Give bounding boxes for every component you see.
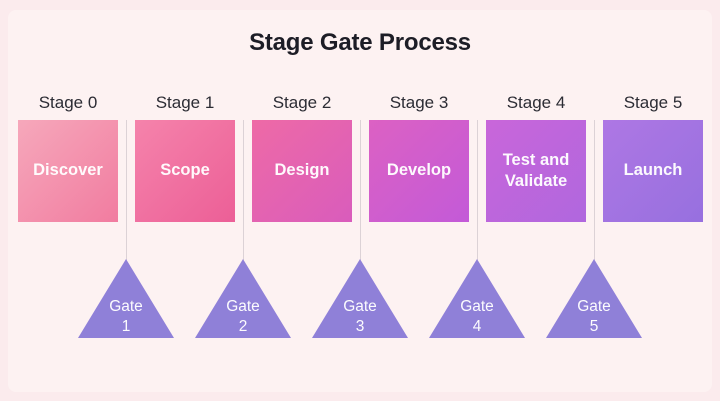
- gate-word: Gate: [226, 298, 260, 316]
- gate-triangle-icon: [195, 259, 291, 338]
- stage-label-5: Stage 5: [623, 93, 683, 112]
- gate-3: Gate 3: [312, 259, 408, 338]
- stage-box-launch: Launch: [603, 120, 703, 222]
- stage-label-4: Stage 4: [506, 93, 566, 112]
- gate-5: Gate 5: [546, 259, 642, 338]
- gate-number: 5: [589, 317, 599, 335]
- gate-word: Gate: [460, 298, 494, 316]
- stage-column-2: Stage 2 Design: [252, 92, 352, 222]
- gate-word: Gate: [109, 298, 143, 316]
- gate-label-5: Gate 5: [546, 297, 642, 336]
- gate-number: 1: [121, 317, 131, 335]
- connector-line-4: [477, 120, 478, 260]
- connector-line-3: [360, 120, 361, 260]
- stage-box-test-and-validate: Test and Validate: [486, 120, 586, 222]
- gate-triangle-icon: [429, 259, 525, 338]
- stage-column-4: Stage 4 Test and Validate: [486, 92, 586, 222]
- stage-box-label: Design: [274, 161, 330, 180]
- stage-box-label: Scope: [160, 161, 210, 180]
- gate-triangle-icon: [78, 259, 174, 338]
- stage-column-1: Stage 1 Scope: [135, 92, 235, 222]
- stage-label-0: Stage 0: [38, 93, 98, 112]
- stage-box-label: Develop: [386, 161, 452, 180]
- gate-number: 3: [355, 317, 365, 335]
- gate-number: 2: [238, 317, 248, 335]
- stage-label-2: Stage 2: [272, 93, 332, 112]
- stage-column-0: Stage 0 Discover: [18, 92, 118, 222]
- stage-box-label: Test and Validate: [502, 150, 570, 190]
- gate-label-1: Gate 1: [78, 297, 174, 336]
- gate-word: Gate: [343, 298, 377, 316]
- page-title: Stage Gate Process: [249, 29, 471, 56]
- stage-column-5: Stage 5 Launch: [603, 92, 703, 222]
- connector-line-5: [594, 120, 595, 260]
- stage-box-label: Discover: [33, 161, 103, 180]
- stage-column-3: Stage 3 Develop: [369, 92, 469, 222]
- stage-label-3: Stage 3: [389, 93, 449, 112]
- stage-box-design: Design: [252, 120, 352, 222]
- stage-box-label: Launch: [623, 161, 683, 180]
- gate-triangle-icon: [546, 259, 642, 338]
- gate-number: 4: [472, 317, 482, 335]
- gate-4: Gate 4: [429, 259, 525, 338]
- connector-line-1: [126, 120, 127, 260]
- gate-label-4: Gate 4: [429, 297, 525, 336]
- gate-label-2: Gate 2: [195, 297, 291, 336]
- gate-1: Gate 1: [78, 259, 174, 338]
- stage-label-1: Stage 1: [155, 93, 215, 112]
- stage-box-scope: Scope: [135, 120, 235, 222]
- gate-word: Gate: [577, 298, 611, 316]
- gate-triangle-icon: [312, 259, 408, 338]
- stage-box-develop: Develop: [369, 120, 469, 222]
- gate-label-3: Gate 3: [312, 297, 408, 336]
- gate-2: Gate 2: [195, 259, 291, 338]
- stage-box-discover: Discover: [18, 120, 118, 222]
- connector-line-2: [243, 120, 244, 260]
